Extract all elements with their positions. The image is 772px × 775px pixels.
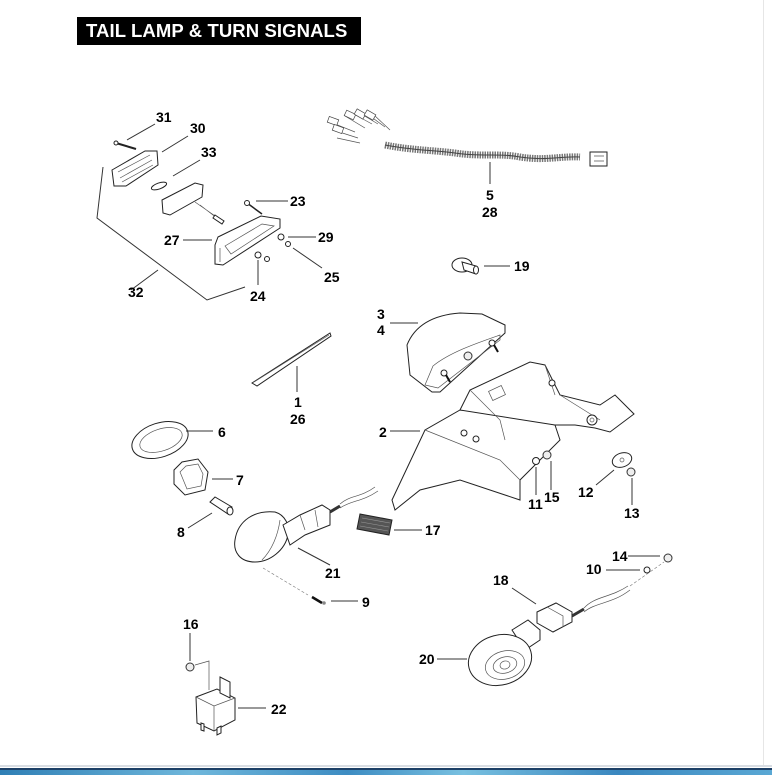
callout-12: 12 <box>578 484 594 500</box>
callout-3: 3 <box>377 306 385 322</box>
callout-18: 18 <box>493 572 509 588</box>
part-11-washer <box>532 457 540 465</box>
part-1-26-reflector-strip <box>251 332 332 387</box>
part-14-nut <box>663 553 673 563</box>
assembly-bracket-line <box>96 166 246 301</box>
part-6-turn-signal-lens <box>131 421 189 459</box>
part-23-screw <box>244 200 263 215</box>
callout-17: 17 <box>425 522 441 538</box>
part-22-relay <box>195 676 236 736</box>
callout-32: 32 <box>128 284 144 300</box>
callout-6: 6 <box>218 424 226 440</box>
callout-1: 1 <box>294 394 302 410</box>
part-31-screw <box>113 140 137 150</box>
part-25-nut <box>285 241 291 247</box>
harness-connector <box>589 151 608 167</box>
part-3-4-tail-lamp <box>406 312 506 393</box>
part-33-festoon-bulb <box>150 181 168 191</box>
page-edge-divider <box>763 0 764 765</box>
callout-4: 4 <box>377 322 385 338</box>
relay-mount-line <box>194 660 210 690</box>
part-19-tail-bulb <box>451 257 479 275</box>
leader-25 <box>292 247 323 269</box>
footer-accent-stripe <box>0 770 772 775</box>
leader-30 <box>161 135 189 153</box>
part-17-reflector-pad <box>356 513 393 536</box>
callout-9: 9 <box>362 594 370 610</box>
callout-24: 24 <box>250 288 266 304</box>
callout-21: 21 <box>325 565 341 581</box>
part-20-front-turn-signal <box>467 619 541 687</box>
callout-28: 28 <box>482 204 498 220</box>
footer-dark-stripe <box>0 768 772 770</box>
callout-23: 23 <box>290 193 306 209</box>
leader-21 <box>297 547 331 566</box>
callout-14: 14 <box>612 548 628 564</box>
part-30-lamp-lens <box>111 150 159 187</box>
part-12-large-washer <box>611 452 633 468</box>
leader-12 <box>595 469 615 486</box>
callout-31: 31 <box>156 109 172 125</box>
part-8-turn-bulb <box>209 496 234 516</box>
callout-30: 30 <box>190 120 206 136</box>
diagram-title: TAIL LAMP & TURN SIGNALS <box>77 17 361 45</box>
leader-32 <box>130 269 159 291</box>
part-15-nut <box>542 450 552 460</box>
callout-5: 5 <box>486 187 494 203</box>
part-7-lens-gasket <box>173 458 209 496</box>
callout-10: 10 <box>586 561 602 577</box>
signal-20-axis-line <box>629 561 665 587</box>
license-lamp-assembly <box>96 123 323 301</box>
callout-33: 33 <box>201 144 217 160</box>
leader-33 <box>172 159 201 177</box>
callout-2: 2 <box>379 424 387 440</box>
screw-9-axis-line <box>262 567 309 596</box>
footer-bar <box>0 765 772 775</box>
part-10-washer <box>643 566 651 574</box>
callout-22: 22 <box>271 701 287 717</box>
part-24-nut <box>254 251 262 259</box>
callout-29: 29 <box>318 229 334 245</box>
part-2-fender-bracket <box>391 361 635 511</box>
callout-19: 19 <box>514 258 530 274</box>
callout-15: 15 <box>544 489 560 505</box>
leader-8 <box>187 512 213 529</box>
part-29-washer <box>277 233 285 241</box>
callout-11: 11 <box>528 496 543 512</box>
footer-divider <box>0 765 772 767</box>
lamp-socket-plate <box>161 182 225 225</box>
part-24-nut-2 <box>264 256 270 262</box>
leader-18 <box>511 587 537 605</box>
part-9-screw <box>311 595 326 605</box>
part-5-wire-harness <box>326 108 608 167</box>
part-21-rear-turn-signal <box>234 486 379 563</box>
callout-27: 27 <box>164 232 180 248</box>
callout-20: 20 <box>419 651 435 667</box>
part-16-nut <box>185 662 195 672</box>
callout-13: 13 <box>624 505 640 521</box>
callout-7: 7 <box>236 472 244 488</box>
callout-26: 26 <box>290 411 306 427</box>
callout-8: 8 <box>177 524 185 540</box>
part-13-nut <box>626 467 636 477</box>
callout-25: 25 <box>324 269 340 285</box>
leader-31 <box>126 123 156 141</box>
part-18-signal-connector <box>536 585 631 633</box>
callout-16: 16 <box>183 616 199 632</box>
part-27-lamp-housing <box>214 215 281 266</box>
